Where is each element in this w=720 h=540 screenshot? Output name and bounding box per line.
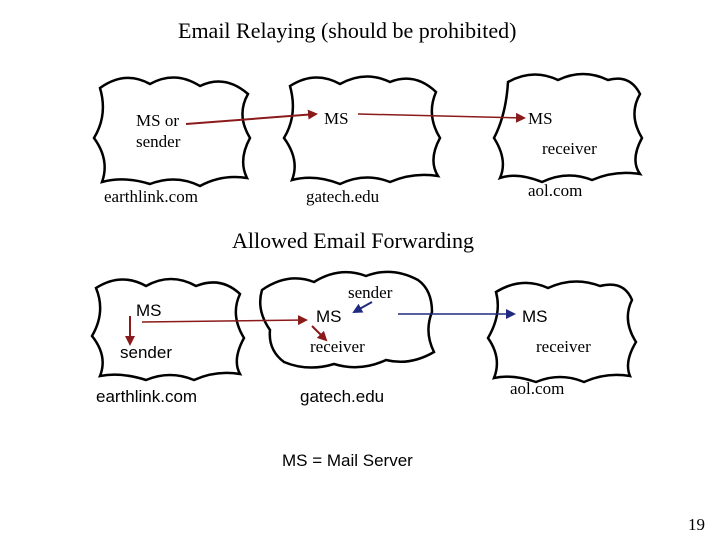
forward-arrow-gatech-sender-to-ms [352,301,373,313]
forward-left-ms: MS [136,301,162,320]
forward-middle-ms: MS [316,307,342,326]
relay-domain-aol: aol.com [528,181,583,200]
relay-middle-ms: MS [324,109,349,128]
forward-middle-receiver: receiver [310,337,365,356]
legend-ms-mail-server: MS = Mail Server [282,451,413,470]
forward-domain-gatech: gatech.edu [300,387,385,406]
cloud-gatech-forward [259,270,436,369]
cloud-gatech-relay [282,75,442,186]
relaying-title: Email Relaying (should be prohibited) [178,18,517,43]
relay-arrow-gatech-to-aol [357,112,526,123]
forward-arrow-gatech-ms-to-receiver [311,325,328,342]
forward-right-receiver: receiver [536,337,591,356]
cloud-earthlink-forward [90,277,246,382]
cloud-earthlink-relay [92,76,252,188]
relay-domain-earthlink: earthlink.com [104,187,198,206]
relay-left-sender: sender [136,132,181,151]
cloud-aol-forward [486,280,638,384]
forwarding-title: Allowed Email Forwarding [232,228,474,253]
forward-arrow-earthlink-to-gatech [141,315,308,326]
forward-domain-earthlink: earthlink.com [96,387,198,406]
page-number: 19 [688,515,705,534]
cloud-aol-relay [492,72,644,184]
relay-arrow-earthlink-to-gatech [185,109,318,125]
forward-left-sender: sender [120,343,172,362]
forward-middle-sender: sender [348,283,393,302]
relay-domain-gatech: gatech.edu [306,187,380,206]
forward-domain-aol: aol.com [510,379,565,398]
relay-right-receiver: receiver [542,139,597,158]
forward-right-ms: MS [522,307,548,326]
relay-left-ms-or: MS or [136,111,179,130]
relay-right-ms: MS [528,109,553,128]
